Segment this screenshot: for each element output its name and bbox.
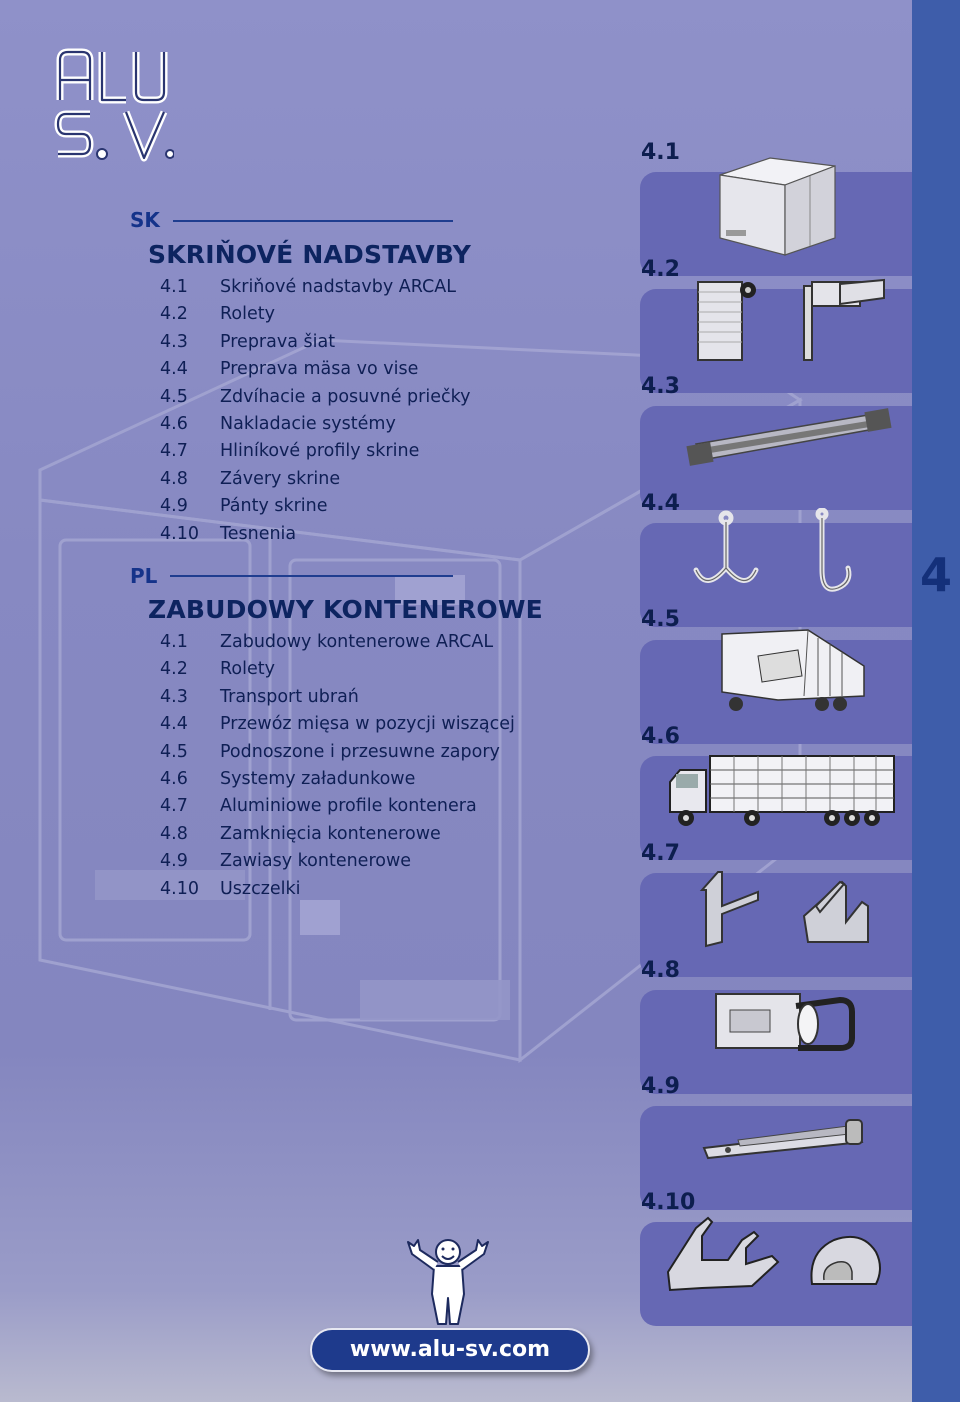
toc-item-label: Preprava mäsa vo vise xyxy=(220,359,419,380)
toc-item-label: Skriňové nadstavby ARCAL xyxy=(220,277,456,297)
section-label-4-10: 4.10 xyxy=(641,1190,696,1215)
toc-item-number: 4.10 xyxy=(160,523,199,544)
section-label-4-9: 4.9 xyxy=(641,1074,680,1099)
toc-item-number: 4.8 xyxy=(160,823,188,844)
toc-item[interactable]: 4.4 Przewóz mięsa w pozycji wiszącej xyxy=(160,714,630,741)
toc-item-label: Zabudowy kontenerowe ARCAL xyxy=(220,632,494,652)
section-label-4-8: 4.8 xyxy=(641,958,680,983)
toc-item-number: 4.4 xyxy=(160,359,188,380)
toc-item[interactable]: 4.8 Zamknięcia kontenerowe xyxy=(160,824,630,851)
toc-item[interactable]: 4.3 Preprava šiat xyxy=(160,332,630,359)
sk-divider xyxy=(173,220,453,222)
website-link[interactable]: www.alu-sv.com xyxy=(310,1328,590,1372)
chapter-sidebar xyxy=(912,0,960,1402)
toc-item[interactable]: 4.2 Rolety xyxy=(160,304,630,331)
toc-item-number: 4.3 xyxy=(160,331,188,352)
toc-item-label: Hliníkové profily skrine xyxy=(220,441,420,462)
toc-item[interactable]: 4.6 Nakladacie systémy xyxy=(160,414,630,441)
toc-item-number: 4.3 xyxy=(160,686,188,707)
toc-item[interactable]: 4.1 Skriňové nadstavby ARCAL xyxy=(160,277,630,304)
section-tile-4-2[interactable] xyxy=(640,289,912,393)
meat-hook-icon xyxy=(693,508,852,592)
toc-item[interactable]: 4.5 Podnoszone i przesuwne zapory xyxy=(160,742,630,769)
toc-item-number: 4.9 xyxy=(160,496,188,517)
toc-item-number: 4.1 xyxy=(160,632,188,652)
toc-item[interactable]: 4.1 Zabudowy kontenerowe ARCAL xyxy=(160,632,630,659)
toc-item-number: 4.8 xyxy=(160,468,188,489)
pl-language-label: PL xyxy=(130,564,158,588)
section-label-4-1: 4.1 xyxy=(641,140,680,165)
sk-section-title: SKRIŇOVÉ NADSTAVBY xyxy=(148,240,472,269)
toc-item[interactable]: 4.4 Preprava mäsa vo vise xyxy=(160,359,630,386)
toc-item[interactable]: 4.5 Zdvíhacie a posuvné priečky xyxy=(160,387,630,414)
toc-item[interactable]: 4.9 Pánty skrine xyxy=(160,496,630,523)
rubber-seal-icon xyxy=(666,1216,881,1292)
toc-item-number: 4.6 xyxy=(160,768,188,789)
pl-divider xyxy=(170,575,453,577)
toc-item-label: Aluminiowe profile kontenera xyxy=(220,796,477,817)
toc-item-label: Rolety xyxy=(220,659,275,680)
section-label-4-5: 4.5 xyxy=(641,607,680,632)
toc-item[interactable]: 4.7 Hliníkové profily skrine xyxy=(160,441,630,468)
toc-item[interactable]: 4.10 Tesnenia xyxy=(160,524,630,551)
toc-item-label: Podnoszone i przesuwne zapory xyxy=(220,741,500,762)
toc-item-number: 4.1 xyxy=(160,277,188,297)
toc-item-number: 4.4 xyxy=(160,714,188,735)
door-hinge-icon xyxy=(702,1119,864,1160)
toc-item-label: Pánty skrine xyxy=(220,496,328,517)
section-label-4-6: 4.6 xyxy=(641,724,680,749)
section-label-4-4: 4.4 xyxy=(641,491,680,516)
toc-item-label: Uszczelki xyxy=(220,878,301,899)
toc-item-number: 4.5 xyxy=(160,386,188,407)
section-label-4-3: 4.3 xyxy=(641,374,680,399)
chapter-number: 4 xyxy=(919,548,952,602)
aluminium-profile-icon xyxy=(699,871,869,948)
clothes-rail-icon xyxy=(686,408,892,466)
section-tile-4-4[interactable] xyxy=(640,523,912,627)
toc-item-number: 4.2 xyxy=(160,659,188,680)
toc-item-number: 4.7 xyxy=(160,441,188,462)
toc-item-label: Zdvíhacie a posuvné priečky xyxy=(220,386,471,407)
toc-item-number: 4.6 xyxy=(160,413,188,434)
toc-item[interactable]: 4.8 Závery skrine xyxy=(160,469,630,496)
pl-section-title: ZABUDOWY KONTENEROWE xyxy=(148,595,543,624)
sk-toc-list: 4.1 Skriňové nadstavby ARCAL 4.2 Rolety 4.… xyxy=(160,277,630,551)
toc-item[interactable]: 4.6 Systemy załadunkowe xyxy=(160,769,630,796)
toc-item-label: Przewóz mięsa w pozycji wiszącej xyxy=(220,714,515,735)
toc-item-label: Transport ubrań xyxy=(220,686,359,707)
toc-item-number: 4.9 xyxy=(160,851,188,872)
toc-item[interactable]: 4.9 Zawiasy kontenerowe xyxy=(160,851,630,878)
website-url[interactable]: www.alu-sv.com xyxy=(349,1337,551,1362)
toc-item-label: Systemy załadunkowe xyxy=(220,768,416,789)
toc-item-number: 4.10 xyxy=(160,878,199,899)
partition-trailer-icon xyxy=(721,629,865,711)
section-label-4-2: 4.2 xyxy=(641,257,680,282)
section-label-4-7: 4.7 xyxy=(641,841,680,866)
toc-item[interactable]: 4.7 Aluminiowe profile kontenera xyxy=(160,796,630,823)
toc-item[interactable]: 4.2 Rolety xyxy=(160,659,630,686)
toc-item-label: Zamknięcia kontenerowe xyxy=(220,823,441,844)
toc-item[interactable]: 4.10 Uszczelki xyxy=(160,879,630,906)
toc-item-label: Preprava šiat xyxy=(220,331,336,352)
toc-item-label: Tesnenia xyxy=(220,523,297,544)
toc-item-number: 4.5 xyxy=(160,741,188,762)
toc-item-number: 4.7 xyxy=(160,796,188,817)
mascot-figure-icon xyxy=(407,1239,489,1325)
toc-item-label: Nakladacie systémy xyxy=(220,413,396,434)
section-tile-4-9[interactable] xyxy=(640,1106,912,1210)
alu-sv-logo xyxy=(54,48,174,162)
sk-language-label: SK xyxy=(130,208,160,232)
roller-shutter-icon xyxy=(697,278,885,361)
toc-item[interactable]: 4.3 Transport ubrań xyxy=(160,687,630,714)
toc-item-label: Zawiasy kontenerowe xyxy=(220,851,412,872)
toc-item-label: Závery skrine xyxy=(220,468,341,489)
door-lock-icon xyxy=(715,993,855,1051)
toc-item-label: Rolety xyxy=(220,304,275,325)
toc-item-number: 4.2 xyxy=(160,304,188,325)
box-body-icon xyxy=(719,157,836,256)
loading-truck-icon xyxy=(669,755,895,826)
